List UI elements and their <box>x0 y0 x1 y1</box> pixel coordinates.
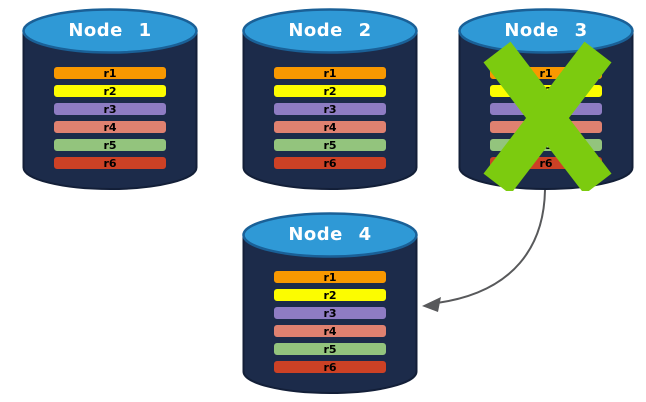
replica-row-r5: r5 <box>273 342 387 356</box>
replica-row-r2: r2 <box>273 288 387 302</box>
node-1: Node 1 r1 r2 r3 r4 r5 r6 <box>22 8 198 191</box>
node-title: Node 1 <box>68 20 152 41</box>
replica-row-r3: r3 <box>53 102 167 116</box>
replica-row-r1: r1 <box>273 270 387 284</box>
replica-row-r6: r6 <box>53 156 167 170</box>
replica-rows: r1 r2 r3 r4 r5 r6 <box>242 212 418 395</box>
replica-row-r3: r3 <box>273 306 387 320</box>
replica-row-r2: r2 <box>53 84 167 98</box>
replica-row-r1: r1 <box>273 66 387 80</box>
replica-row-r2: r2 <box>273 84 387 98</box>
replica-row-r4: r4 <box>273 324 387 338</box>
node-4: Node 4 r1 r2 r3 r4 r5 r6 <box>242 212 418 395</box>
replica-row-r1: r1 <box>53 66 167 80</box>
replica-rows: r1 r2 r3 r4 r5 r6 <box>242 8 418 191</box>
failure-cross-icon <box>483 41 612 191</box>
replica-row-r4: r4 <box>273 120 387 134</box>
replica-rows: r1 r2 r3 r4 r5 r6 <box>22 8 198 191</box>
replica-row-r3: r3 <box>273 102 387 116</box>
replica-row-r5: r5 <box>273 138 387 152</box>
arrow-curve <box>436 189 546 304</box>
node-2: Node 2 r1 r2 r3 r4 r5 r6 <box>242 8 418 191</box>
replica-row-r6: r6 <box>273 156 387 170</box>
node-title: Node 3 <box>504 20 588 41</box>
replica-row-r4: r4 <box>53 120 167 134</box>
node-3: Node 3 r1 r2 r3 r4 r5 r6 <box>458 8 634 191</box>
node-title: Node 4 <box>288 224 372 245</box>
replica-row-r6: r6 <box>273 360 387 374</box>
arrowhead-icon <box>422 297 441 312</box>
node-title: Node 2 <box>288 20 372 41</box>
replica-row-r5: r5 <box>53 138 167 152</box>
